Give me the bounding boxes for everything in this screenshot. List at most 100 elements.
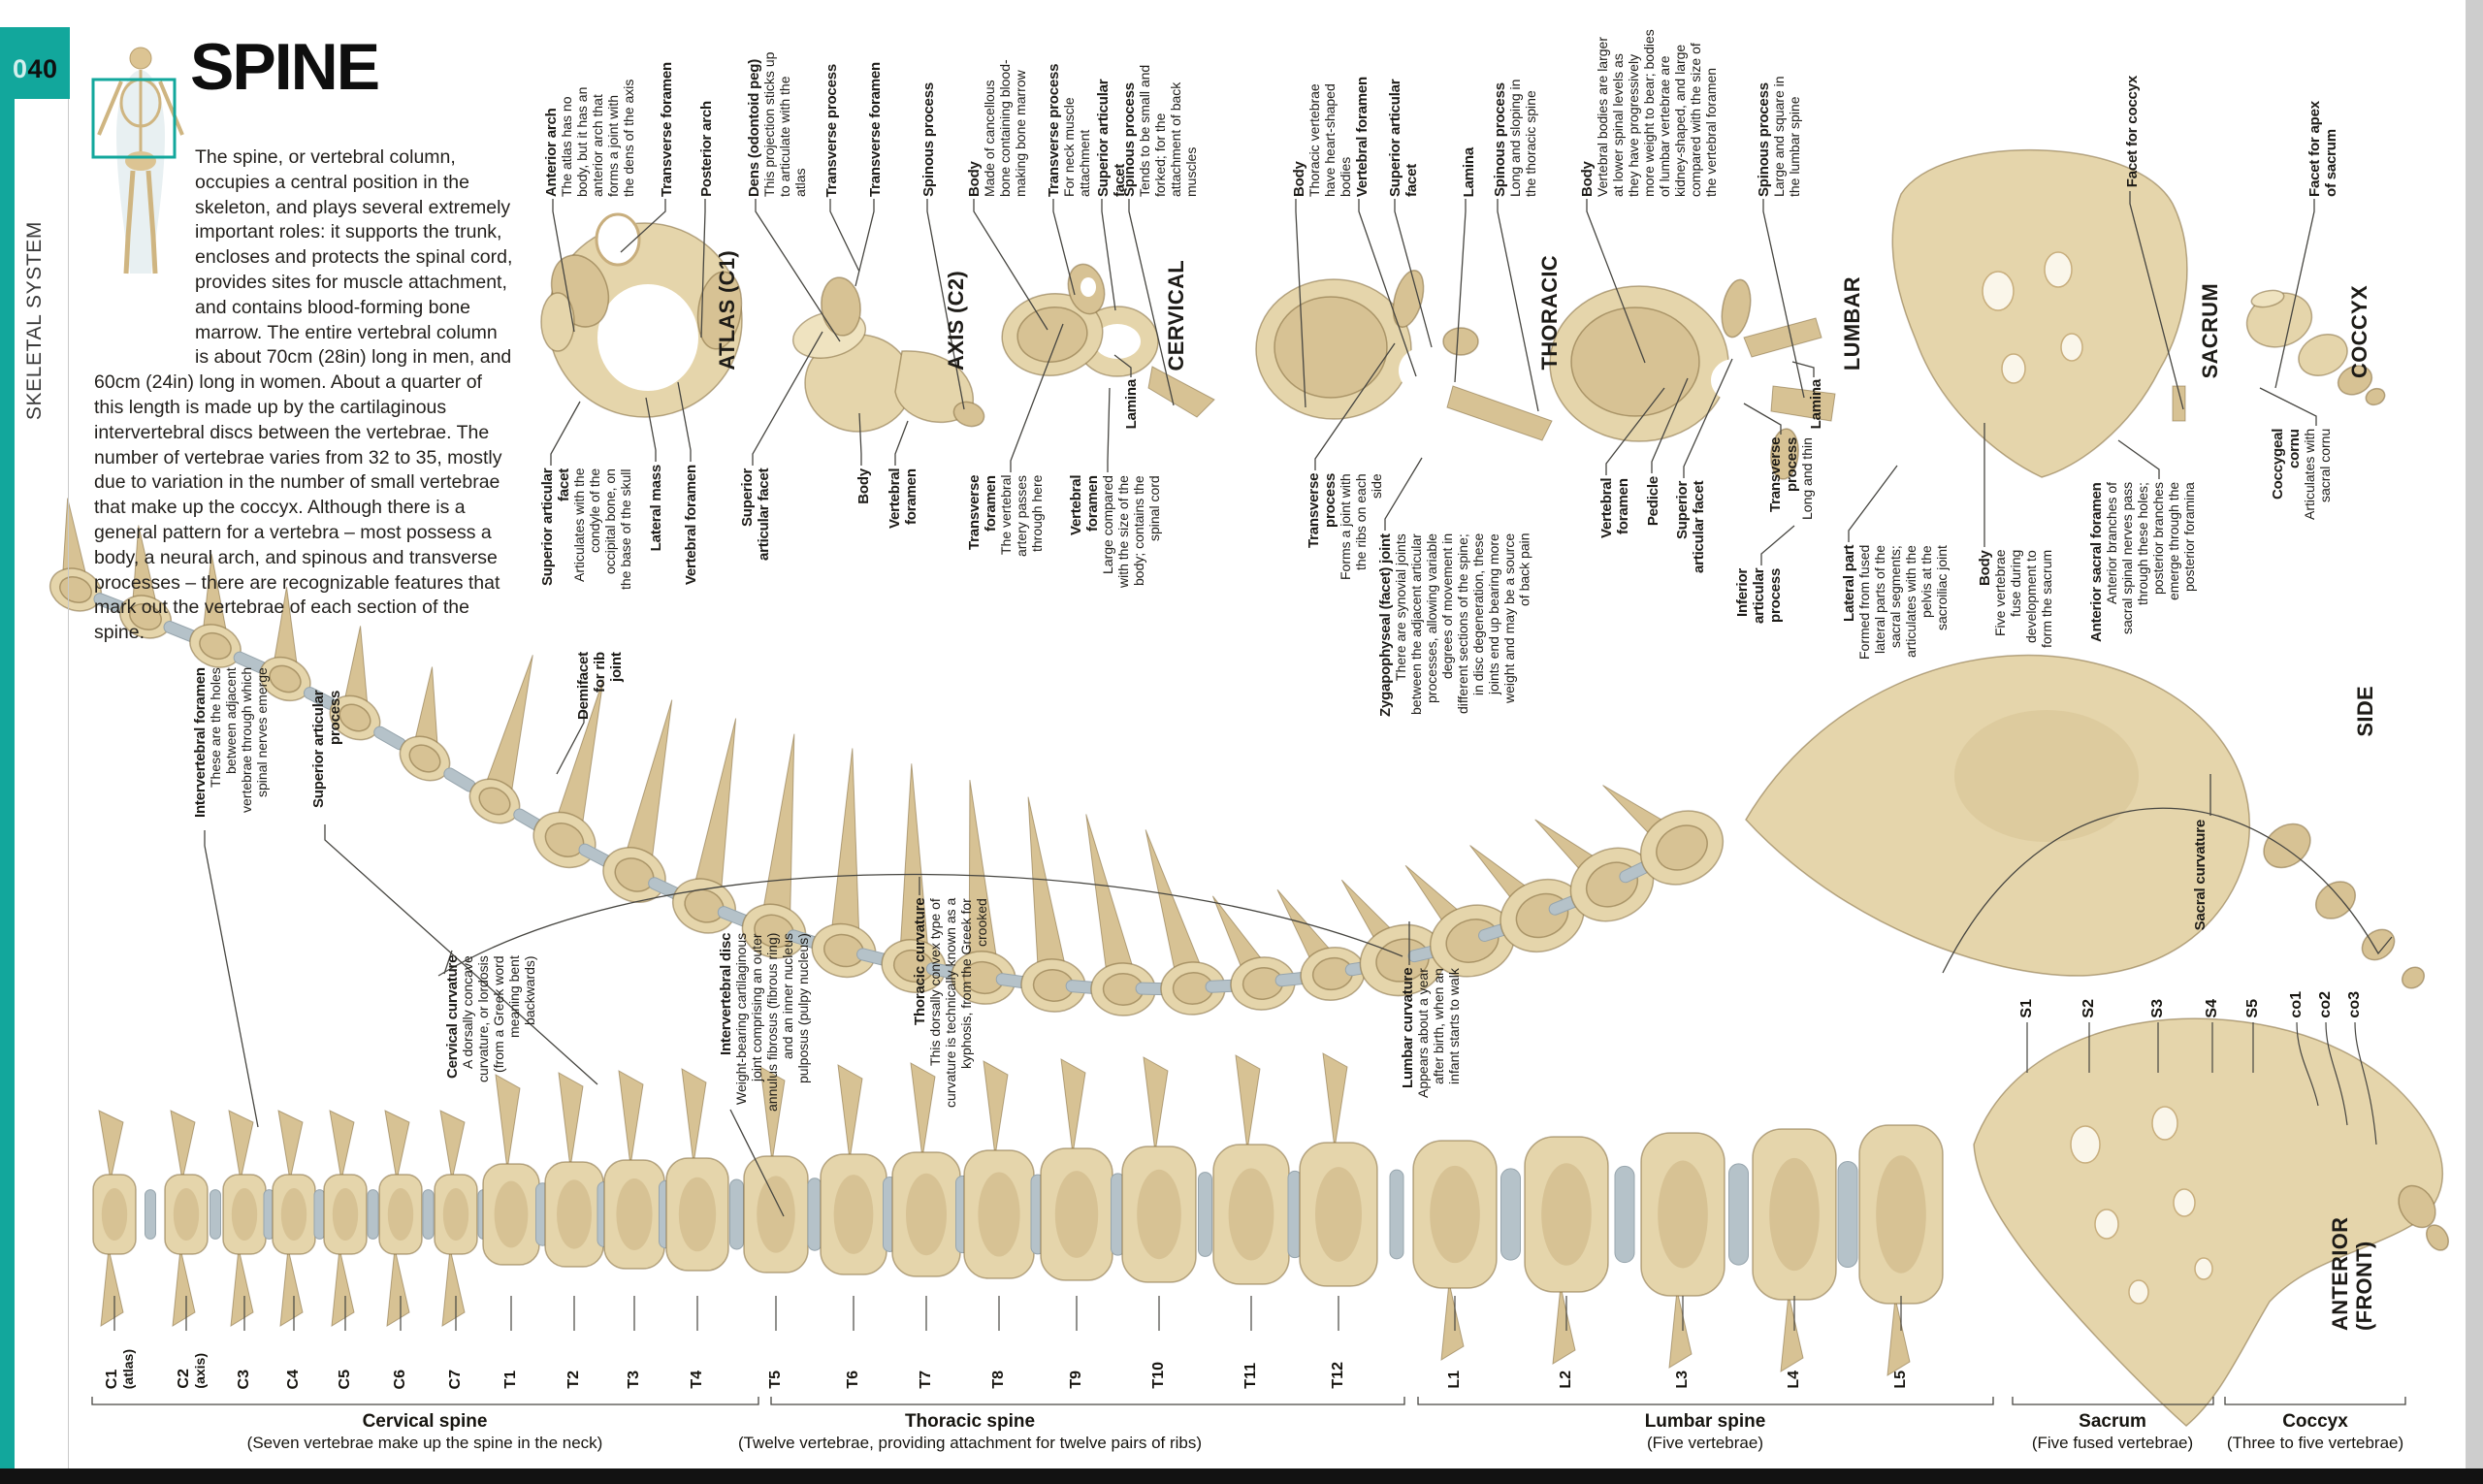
view-label-anterior: ANTERIOR (FRONT) — [2328, 1216, 2377, 1331]
page-edge-right — [2466, 0, 2483, 1484]
tick-S2: S2 — [2080, 999, 2097, 1018]
callout-lumbar-inferior-articular-process: Inferior articular process — [1734, 568, 1785, 625]
caption-sacrum: Sacrum(Five fused vertebrae) — [2031, 1411, 2194, 1452]
callout-lumbar-pedicle: Pedicle — [1645, 476, 1661, 527]
callout-coccyx-facet-for-apex: Facet for apex of sacrum — [2306, 101, 2340, 197]
caption-thoracic-spine: Thoracic spine(Twelve vertebrae, providi… — [737, 1411, 1203, 1452]
callout-lumbar-superior-articular-facet: Superior articular facet — [1674, 481, 1708, 574]
callout-axis-vertebral-foramen: Vertebral foramen — [887, 468, 920, 530]
tick-L2: L2 — [1558, 1371, 1574, 1389]
tick-T12: T12 — [1330, 1362, 1346, 1389]
caption-lumbar-spine: Lumbar spine(Five vertebrae) — [1644, 1411, 1766, 1452]
page-title: SPINE — [190, 30, 380, 104]
tick-C5: C5 — [337, 1369, 353, 1389]
tick-T5: T5 — [767, 1371, 784, 1389]
specimen-name-atlas: ATLAS (C1) — [715, 250, 739, 371]
specimen-name-coccyx: COCCYX — [2347, 285, 2371, 378]
tick-C3: C3 — [236, 1369, 252, 1389]
tick-co1: co1 — [2288, 991, 2305, 1018]
tick-T11: T11 — [1242, 1363, 1259, 1389]
tick-co3: co3 — [2346, 991, 2363, 1018]
section-label: SKELETAL SYSTEM — [23, 221, 46, 421]
tick-T8: T8 — [990, 1371, 1007, 1389]
callout-atlas-vertebral-foramen: Vertebral foramen — [683, 465, 699, 586]
specimen-name-sacrum: SACRUM — [2198, 282, 2222, 378]
tick-C7: C7 — [447, 1369, 464, 1389]
specimen-name-axis: AXIS (C2) — [944, 271, 968, 371]
section-color-strip — [0, 27, 15, 1468]
callout-axis-spinous-process: Spinous process — [920, 82, 937, 197]
view-label-side: SIDE — [2353, 686, 2377, 737]
tick-T9: T9 — [1068, 1371, 1084, 1389]
caption-cervical-spine: Cervical spine(Seven vertebrae make up t… — [246, 1411, 603, 1452]
tick-L3: L3 — [1674, 1371, 1691, 1389]
tick-S4: S4 — [2204, 999, 2220, 1018]
tick-T7: T7 — [918, 1371, 934, 1389]
callout-axis-dens: Dens (odontoid peg)This projection stick… — [746, 51, 808, 197]
tick-C4: C4 — [285, 1369, 302, 1389]
callout-atlas-posterior-arch: Posterior arch — [698, 101, 715, 197]
page-edge-bottom — [0, 1468, 2483, 1484]
callout-lumbar-vertebral-foramen: Vertebral foramen — [1598, 478, 1632, 539]
page-number-prefix: 0 — [13, 54, 28, 83]
intro-text: The spine, or vertebral column, occupies… — [94, 146, 513, 644]
tick-T6: T6 — [845, 1371, 861, 1389]
page-number: 040 — [13, 54, 58, 84]
tick-L5: L5 — [1892, 1371, 1909, 1389]
specimen-name-cervical: CERVICAL — [1164, 259, 1188, 371]
tick-S5: S5 — [2244, 999, 2261, 1018]
callout-sacrum-facet-for-coccyx: Facet for coccyx — [2124, 75, 2141, 187]
callout-cervical-lamina: Lamina — [1123, 379, 1140, 430]
callout-superior-articular-process: Superior articular process — [310, 691, 344, 809]
tick-T2: T2 — [565, 1371, 582, 1389]
callout-axis-transverse-process: Transverse process — [823, 63, 840, 197]
caption-coccyx: Coccyx(Three to five vertebrae) — [2226, 1411, 2404, 1452]
tick-T10: T10 — [1150, 1362, 1167, 1389]
callout-atlas-transverse-foramen: Transverse foramen — [659, 62, 675, 197]
tick-T4: T4 — [689, 1371, 705, 1389]
tick-L1: L1 — [1446, 1371, 1463, 1389]
callout-thoracic-lamina: Lamina — [1461, 146, 1477, 197]
callout-lumbar-lamina: Lamina — [1808, 379, 1824, 430]
tick-L4: L4 — [1786, 1371, 1802, 1389]
tick-T1: T1 — [502, 1371, 519, 1389]
tick-T3: T3 — [626, 1371, 642, 1389]
specimen-name-lumbar: LUMBAR — [1840, 275, 1864, 371]
tick-S3: S3 — [2149, 999, 2166, 1018]
callout-atlas-lateral-mass: Lateral mass — [648, 465, 664, 552]
callout-thoracic-vertebral-foramen: Vertebral foramen — [1354, 76, 1370, 197]
tick-C1: C1(atlas) — [104, 1348, 136, 1389]
callout-thoracic-superior-articular-facet: Superior articular facet — [1387, 79, 1421, 197]
callout-axis-body: Body — [855, 468, 872, 504]
callout-sacral-curvature: Sacral curvature — [2192, 820, 2209, 931]
callout-axis-transverse-foramen: Transverse foramen — [867, 62, 884, 197]
tick-co2: co2 — [2317, 991, 2334, 1018]
callout-demifacet-for-rib-joint: Demifacet for rib joint — [575, 652, 626, 720]
specimen-name-thoracic: THORACIC — [1537, 255, 1562, 371]
tick-C2: C2(axis) — [176, 1353, 208, 1389]
